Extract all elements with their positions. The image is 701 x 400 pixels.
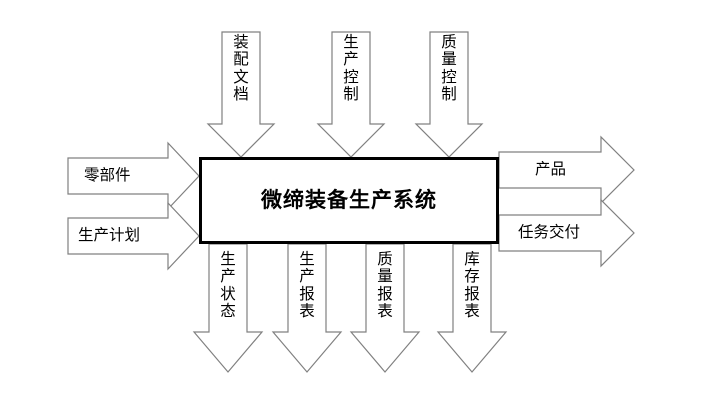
arrow-shape-left-1 — [67, 141, 200, 211]
arrow-shape-bottom-4 — [436, 243, 508, 373]
arrow-shape-bottom-2 — [271, 243, 343, 373]
arrow-shape-top-3 — [414, 31, 484, 158]
arrow-label-bottom-3: 质量报表 — [377, 250, 393, 321]
system-box[interactable]: 微缔装备生产系统 — [199, 157, 499, 244]
arrow-label-bottom-1: 生产状态 — [220, 250, 236, 321]
arrow-label-right-2: 任务交付 — [518, 223, 581, 241]
arrow-shape-bottom-1 — [192, 243, 264, 373]
arrow-label-top-3: 质量控制 — [441, 33, 457, 104]
arrow-label-left-1: 零部件 — [84, 166, 131, 184]
arrow-label-bottom-4: 库存报表 — [464, 250, 480, 321]
system-title: 微缔装备生产系统 — [261, 188, 437, 212]
arrow-shape-right-1 — [498, 135, 635, 205]
arrow-shape-top-1 — [206, 31, 276, 158]
arrow-shape-right-2 — [498, 198, 635, 268]
arrow-label-right-1: 产品 — [535, 160, 567, 178]
arrow-label-bottom-2: 生产报表 — [299, 250, 315, 321]
arrow-label-top-1: 装配文档 — [233, 33, 249, 104]
arrow-label-top-2: 生产控制 — [343, 33, 359, 104]
arrow-shape-top-2 — [316, 31, 386, 158]
arrow-shape-left-2 — [67, 201, 200, 271]
arrow-shape-bottom-3 — [349, 243, 421, 373]
arrow-label-left-2: 生产计划 — [78, 226, 141, 244]
